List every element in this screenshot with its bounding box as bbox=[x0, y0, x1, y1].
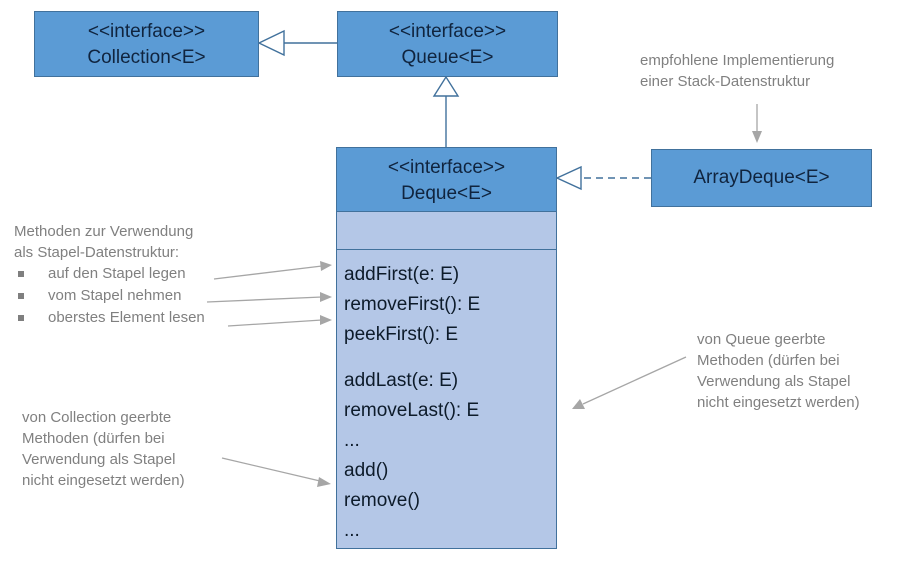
deque-name: Deque<E> bbox=[401, 183, 492, 204]
note-line: nicht eingesetzt werden) bbox=[22, 472, 185, 489]
deque-attributes-compartment bbox=[337, 211, 556, 249]
deque-method: peekFirst(): E bbox=[344, 324, 459, 345]
uml-class-collection[interactable]: <<interface>> Collection<E> bbox=[34, 11, 259, 77]
queue-name: Queue<E> bbox=[401, 47, 494, 68]
bullet-item: auf den Stapel legen bbox=[14, 263, 205, 285]
collection-stereotype: <<interface>> bbox=[87, 21, 206, 42]
note-inherited-from-queue: von Queue geerbte Methoden (dürfen bei V… bbox=[697, 329, 860, 413]
note-line: von Collection geerbte bbox=[22, 409, 172, 426]
bullet-item: oberstes Element lesen bbox=[14, 307, 205, 329]
collection-name: Collection<E> bbox=[87, 47, 206, 68]
note-line: Methoden (dürfen bei bbox=[22, 430, 165, 447]
note-stack-methods: Methoden zur Verwendung als Stapel-Daten… bbox=[14, 221, 205, 329]
uml-class-deque[interactable]: <<interface>> Deque<E> addFirst(e: E) re… bbox=[336, 147, 557, 549]
queue-stereotype: <<interface>> bbox=[388, 21, 507, 42]
deque-method: addLast(e: E) bbox=[344, 370, 459, 391]
note-inherited-from-collection: von Collection geerbte Methoden (dürfen … bbox=[22, 407, 185, 491]
bullet-square-icon bbox=[18, 293, 24, 299]
uml-class-arraydeque[interactable]: ArrayDeque<E> bbox=[651, 149, 872, 207]
note-arrow-peek bbox=[227, 315, 332, 327]
note-recommended-implementation: empfohlene Implementierung einer Stack-D… bbox=[640, 50, 834, 92]
deque-stereotype: <<interface>> bbox=[387, 157, 506, 178]
note-line: Verwendung als Stapel bbox=[22, 451, 176, 468]
deque-methods-compartment: addFirst(e: E) removeFirst(): E peekFirs… bbox=[337, 249, 556, 548]
note-line: Methoden (dürfen bei bbox=[697, 352, 840, 369]
bullet-label: vom Stapel nehmen bbox=[48, 287, 182, 304]
deque-method: ... bbox=[344, 520, 360, 541]
deque-header: <<interface>> Deque<E> bbox=[337, 148, 556, 211]
note-line: nicht eingesetzt werden) bbox=[697, 394, 860, 411]
generalization-deque-to-queue bbox=[432, 75, 460, 147]
deque-method-spacer bbox=[344, 350, 556, 366]
note-arrow-push bbox=[213, 261, 332, 280]
bullet-label: oberstes Element lesen bbox=[48, 309, 205, 326]
deque-method: removeFirst(): E bbox=[344, 294, 481, 315]
uml-class-queue[interactable]: <<interface>> Queue<E> bbox=[337, 11, 558, 77]
note-line: einer Stack-Datenstruktur bbox=[640, 73, 811, 90]
deque-method: removeLast(): E bbox=[344, 400, 480, 421]
deque-method: addFirst(e: E) bbox=[344, 264, 460, 285]
deque-method: ... bbox=[344, 430, 360, 451]
generalization-queue-to-collection bbox=[257, 29, 337, 57]
note-line: als Stapel-Datenstruktur: bbox=[14, 244, 180, 261]
stack-methods-bullet-list: auf den Stapel legen vom Stapel nehmen o… bbox=[14, 263, 205, 329]
note-line: Verwendung als Stapel bbox=[697, 373, 851, 390]
collection-header: <<interface>> Collection<E> bbox=[35, 12, 258, 76]
queue-header: <<interface>> Queue<E> bbox=[338, 12, 557, 76]
arraydeque-name: ArrayDeque<E> bbox=[693, 167, 830, 188]
bullet-label: auf den Stapel legen bbox=[48, 265, 186, 282]
bullet-square-icon bbox=[18, 315, 24, 321]
note-arrow-from-collection bbox=[221, 457, 331, 487]
bullet-square-icon bbox=[18, 271, 24, 277]
note-arrow-from-queue bbox=[572, 356, 687, 409]
bullet-item: vom Stapel nehmen bbox=[14, 285, 205, 307]
note-arrow-pop bbox=[206, 292, 332, 303]
note-arrow-recommended-impl bbox=[752, 104, 762, 143]
note-line: empfohlene Implementierung bbox=[640, 52, 835, 69]
realization-arraydeque-to-deque bbox=[555, 165, 651, 191]
note-line: Methoden zur Verwendung bbox=[14, 223, 194, 240]
deque-method: add() bbox=[344, 460, 389, 481]
deque-method: remove() bbox=[344, 490, 421, 511]
note-line: von Queue geerbte bbox=[697, 331, 826, 348]
